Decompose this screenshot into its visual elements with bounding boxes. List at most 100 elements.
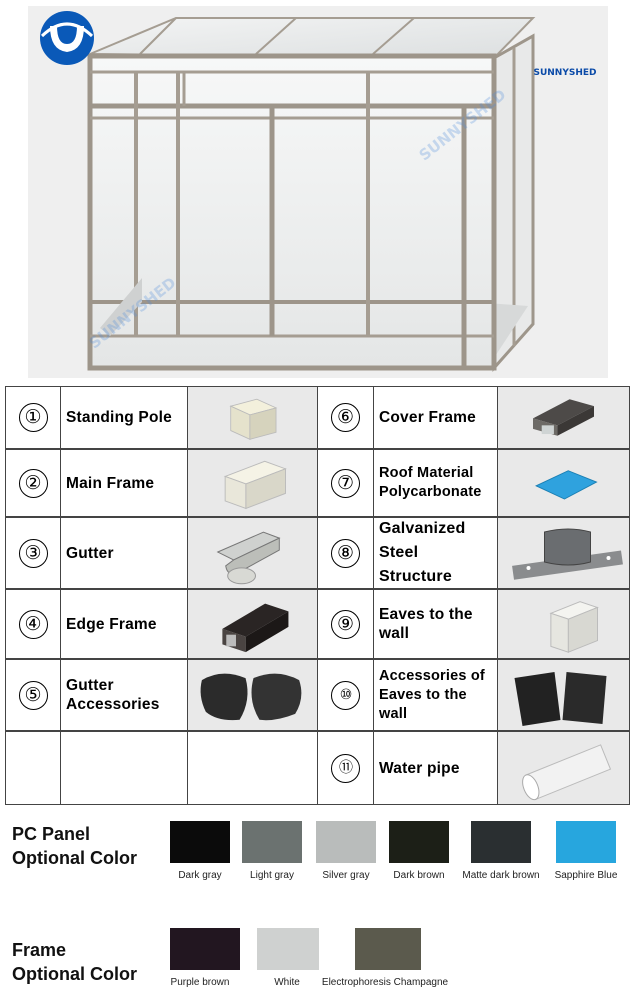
part-number-cell: ①	[5, 386, 61, 449]
part-name: Accessories of Eaves to the wall	[379, 667, 485, 722]
part-number-badge: ⑦	[331, 468, 360, 498]
steel-bracket-photo	[512, 528, 623, 580]
part-name-cell: Gutter	[60, 517, 188, 589]
part-number-badge: ⑩	[331, 680, 360, 710]
color-swatch: White	[257, 928, 319, 988]
color-chip	[389, 821, 449, 863]
color-chip	[170, 821, 230, 863]
brand-name: SUNNYSHED	[533, 68, 597, 78]
part-thumbnail	[187, 449, 318, 517]
part-number-cell: ⑨	[317, 589, 374, 659]
color-label: Silver gray	[322, 870, 370, 881]
color-label: White	[274, 977, 300, 988]
part-thumbnail	[497, 731, 630, 805]
sunroom-product-image: SUNNYSHED SUNNYSHED SUNNYSHED	[28, 6, 608, 378]
thumb-cell-empty	[187, 731, 318, 805]
frame-title-line1: Frame	[12, 940, 67, 960]
table-row: ⑤ Gutter Accessories ⑩ Accessories of Eaves…	[5, 659, 630, 731]
part-number-badge: ⑪	[331, 753, 360, 783]
color-swatch: Matte dark brown	[462, 821, 540, 881]
part-name: Roof Material Polycarbonate	[379, 465, 482, 500]
part-number-badge: ③	[18, 538, 48, 568]
color-chip	[471, 821, 531, 863]
main-frame-photo	[223, 460, 287, 510]
part-thumbnail	[187, 659, 318, 731]
color-label: Dark brown	[393, 870, 445, 881]
color-chip	[316, 821, 376, 863]
color-chip	[170, 928, 240, 970]
part-number-cell: ④	[5, 589, 61, 659]
color-swatch: Purple brown	[170, 928, 240, 988]
part-name-cell: Cover Frame	[373, 386, 498, 449]
color-swatch: Silver gray	[316, 821, 376, 881]
part-number-cell: ⑤	[5, 659, 61, 731]
pc-panel-title-line2: Optional Color	[12, 848, 137, 868]
part-name-cell: Roof Material Polycarbonate	[373, 449, 498, 517]
table-row: ③ Gutter ⑧ Galvanized Steel Structure	[5, 517, 630, 589]
color-label: Light gray	[250, 870, 294, 881]
frame-color-title: Frame Optional Color	[12, 938, 137, 986]
part-number-cell: ③	[5, 517, 61, 589]
name-cell-empty	[60, 731, 188, 805]
part-name: Gutter	[66, 544, 114, 562]
part-name-cell: Edge Frame	[60, 589, 188, 659]
sunnyshed-logo	[40, 11, 94, 65]
table-row: ① Standing Pole ⑥ Cover Frame	[5, 386, 630, 449]
part-number-badge: ①	[18, 403, 48, 432]
part-number-badge: ⑥	[331, 403, 360, 432]
components-table: ① Standing Pole ⑥ Cover Frame ② Main Frame ⑦ Ro…	[5, 386, 630, 805]
color-label: Electrophoresis Champagne	[321, 977, 449, 988]
part-name: Galvanized Steel Structure	[379, 520, 466, 585]
part-name-cell: Standing Pole	[60, 386, 188, 449]
gutter-end-caps-photo	[200, 673, 302, 721]
cover-frame-photo	[533, 399, 594, 436]
color-label: Matte dark brown	[462, 870, 540, 881]
color-label: Sapphire Blue	[554, 870, 618, 881]
part-thumbnail	[497, 517, 630, 589]
part-name-cell: Eaves to the wall	[373, 589, 498, 659]
table-row: ② Main Frame ⑦ Roof Material Polycarbonate	[5, 449, 630, 517]
edge-frame-photo	[222, 603, 289, 653]
table-row: ④ Edge Frame ⑨ Eaves to the wall	[5, 589, 630, 659]
part-name-cell: Accessories of Eaves to the wall	[373, 659, 498, 731]
table-row: ⑪ Water pipe	[5, 731, 630, 805]
part-name: Main Frame	[66, 474, 155, 492]
polycarbonate-sheet-photo	[535, 470, 598, 500]
color-swatch: Electrophoresis Champagne	[322, 928, 448, 988]
color-swatch: Dark gray	[170, 821, 230, 881]
color-chip	[355, 928, 421, 970]
part-number-badge: ②	[18, 468, 48, 498]
num-cell-empty	[5, 731, 61, 805]
part-name-cell: Galvanized Steel Structure	[373, 517, 498, 589]
part-number-cell: ⑦	[317, 449, 374, 517]
part-number-cell: ⑥	[317, 386, 374, 449]
part-name: Cover Frame	[379, 409, 476, 426]
part-name: Gutter Accessories	[66, 677, 160, 713]
frame-title-line2: Optional Color	[12, 964, 137, 984]
eaves-photo	[549, 601, 599, 653]
part-thumbnail	[497, 386, 630, 449]
part-number-cell: ②	[5, 449, 61, 517]
part-thumbnail	[497, 589, 630, 659]
part-number-badge: ⑧	[331, 538, 360, 568]
standing-pole-photo	[229, 398, 278, 440]
part-number-cell: ⑩	[317, 659, 374, 731]
part-number-badge: ⑤	[18, 680, 48, 710]
part-thumbnail	[187, 589, 318, 659]
part-number-cell: ⑪	[317, 731, 374, 805]
color-label: Purple brown	[170, 977, 230, 988]
part-name: Water pipe	[379, 759, 460, 777]
water-pipe-photo	[522, 744, 612, 801]
pc-panel-color-title: PC Panel Optional Color	[12, 822, 137, 870]
sunroom-illustration	[87, 17, 536, 372]
color-label: Dark gray	[178, 870, 222, 881]
color-chip	[257, 928, 319, 970]
part-thumbnail	[187, 517, 318, 589]
part-name-cell: Main Frame	[60, 449, 188, 517]
color-swatch: Light gray	[242, 821, 302, 881]
part-thumbnail	[497, 659, 630, 731]
gutter-photo	[216, 531, 281, 585]
part-number-badge: ④	[18, 609, 48, 639]
part-name: Standing Pole	[66, 409, 172, 426]
part-number-badge: ⑨	[331, 609, 360, 639]
